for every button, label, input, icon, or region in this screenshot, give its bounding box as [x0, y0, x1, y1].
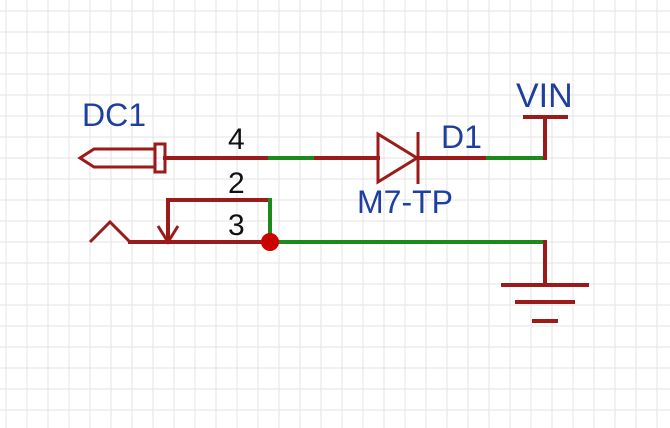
diode-symbol[interactable]: [314, 131, 486, 185]
junction-dot[interactable]: [261, 233, 279, 251]
diode-triangle: [376, 131, 420, 185]
dc-jack-pin2-lead: [166, 198, 272, 244]
connector-pin-3: 3: [228, 209, 245, 242]
ground-symbol[interactable]: [501, 240, 589, 323]
vin-power-port[interactable]: [523, 115, 568, 160]
diode-part-number: M7-TP: [357, 184, 453, 220]
dc-jack-switch-arrow: [156, 225, 180, 245]
vin-net-label: VIN: [516, 77, 573, 115]
connector-designator: DC1: [82, 97, 146, 133]
dc-jack-sleeve-contact: [88, 219, 132, 244]
diode-designator: D1: [441, 119, 482, 155]
dc-jack-symbol[interactable]: [77, 142, 272, 245]
connector-pin-4: 4: [228, 123, 245, 156]
connector-pin-2: 2: [228, 167, 245, 200]
